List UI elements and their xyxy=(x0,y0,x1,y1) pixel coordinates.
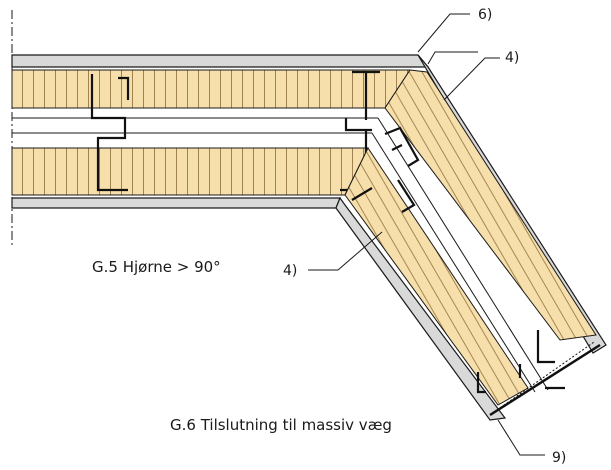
callout-leaders xyxy=(308,13,545,456)
inner-cladding-bottom xyxy=(11,197,341,209)
outer-cladding-top xyxy=(11,54,430,68)
caption-wall-connection: G.6 Tilslutning til massiv væg xyxy=(170,416,392,434)
steel-profile xyxy=(476,372,486,394)
insulation-top xyxy=(11,69,411,109)
callout-4-top: 4) xyxy=(505,50,519,66)
steel-profile xyxy=(384,126,420,167)
callout-4-left: 4) xyxy=(283,263,297,279)
callout-6: 6) xyxy=(478,7,492,23)
steel-profile xyxy=(518,330,565,390)
steel-profile xyxy=(351,179,416,213)
callout-9: 9) xyxy=(552,450,566,466)
diagonal-wall xyxy=(335,54,607,421)
insulation-diagonal-inner xyxy=(344,146,529,406)
caption-corner: G.5 Hjørne > 90° xyxy=(92,258,221,276)
steel-profile xyxy=(90,74,130,192)
horizontal-wall xyxy=(11,54,430,209)
insulation-bottom xyxy=(11,147,369,196)
steel-profile xyxy=(340,70,380,192)
inner-cladding-diagonal xyxy=(335,196,507,421)
insulation-diagonal-outer xyxy=(384,69,597,341)
massive-wall-edge xyxy=(489,343,601,417)
